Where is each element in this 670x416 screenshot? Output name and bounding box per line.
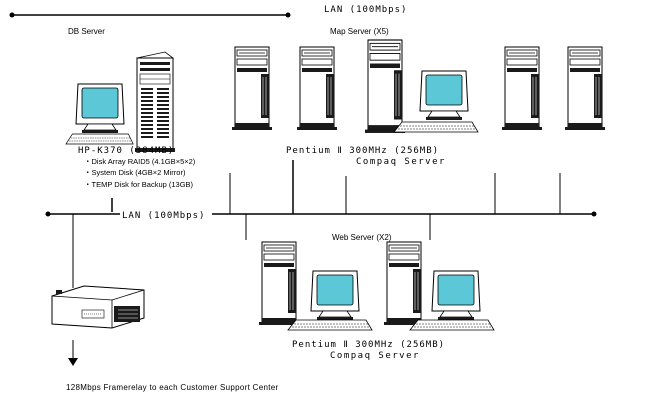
- map-server-tower-icon-2: [296, 46, 338, 131]
- web-server-title: Web Server (X2): [332, 233, 392, 242]
- lan-mid-label: LAN (100Mbps): [122, 211, 205, 221]
- lan-mid-endpoint-right: [591, 211, 597, 217]
- map-console-keyboard-icon: [393, 121, 479, 133]
- map-console-monitor-icon: [419, 70, 469, 121]
- map-cpu-label: Pentium Ⅱ 300MHz (256MB): [286, 146, 439, 156]
- lan-mid-endpoint-left: [45, 211, 51, 217]
- lan-top-endpoint-left: [9, 12, 15, 18]
- db-terminal-monitor-icon: [75, 83, 125, 134]
- map-server-tower-icon-3: [364, 39, 406, 134]
- framerelay-arrow-head: [68, 358, 78, 366]
- framerelay-label: 128Mbps Framerelay to each Customer Supp…: [66, 383, 278, 392]
- db-spec-disk-array: ・Disk Array RAID5 (4.1GB×5×2): [84, 157, 196, 166]
- map-server-tower-icon-1: [231, 46, 273, 131]
- db-spec-temp-disk: ・TEMP Disk for Backup (13GB): [84, 180, 194, 189]
- db-spec-system-disk: ・System Disk (4GB×2 Mirror): [84, 168, 186, 177]
- web-server-tower-icon-1: [258, 241, 300, 326]
- db-model-label: HP-K370 (384MB): [78, 146, 174, 156]
- lan-top-endpoint-right: [285, 12, 291, 18]
- web-console-monitor-icon-2: [431, 270, 481, 321]
- map-server-title: Map Server (X5): [330, 27, 389, 36]
- map-server-tower-icon-5: [564, 46, 606, 131]
- web-console-monitor-icon-1: [310, 270, 360, 321]
- web-console-keyboard-icon-2: [409, 319, 495, 331]
- web-vendor-label: Compaq Server: [330, 351, 420, 361]
- db-server-tower-icon: [135, 51, 175, 152]
- db-server-title: DB Server: [68, 27, 105, 36]
- router-icon: [51, 285, 145, 329]
- map-server-tower-icon-4: [501, 46, 543, 131]
- db-terminal-keyboard-icon: [65, 133, 134, 145]
- lan-top-label: LAN (100Mbps): [324, 5, 407, 15]
- map-vendor-label: Compaq Server: [356, 157, 446, 167]
- web-cpu-label: Pentium Ⅱ 300MHz (256MB): [292, 340, 445, 350]
- web-server-tower-icon-2: [383, 241, 425, 326]
- web-console-keyboard-icon-1: [287, 319, 373, 331]
